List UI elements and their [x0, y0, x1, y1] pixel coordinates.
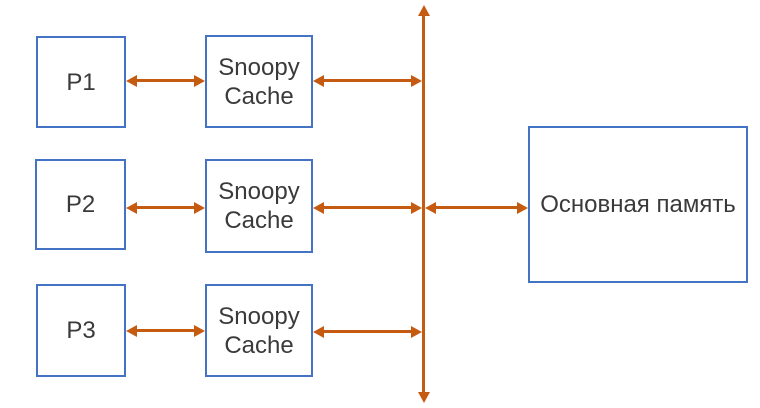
snoopy-cache-box-2: Snoopy Cache — [205, 159, 313, 253]
processor-label-p3: P3 — [66, 317, 96, 344]
processor-box-p2: P2 — [35, 159, 126, 250]
bidirectional-arrow-p3-cache3 — [137, 329, 194, 332]
bidirectional-arrow-cache3-bus — [324, 330, 411, 333]
bidirectional-arrow-bus-memory — [436, 206, 517, 209]
processor-label-p1: P1 — [66, 68, 96, 96]
snoopy-cache-label-3: Snoopy Cache — [218, 302, 300, 359]
main-memory-box: Основная память — [528, 126, 748, 283]
processor-box-p1: P1 — [36, 36, 126, 128]
bus-line — [422, 16, 425, 392]
snoopy-cache-box-1: Snoopy Cache — [205, 35, 313, 128]
processor-label-p2: P2 — [65, 191, 96, 218]
snoopy-cache-label-1: Snoopy Cache — [218, 53, 300, 110]
main-memory-label: Основная память — [540, 191, 736, 218]
bidirectional-arrow-cache2-bus — [324, 206, 411, 209]
processor-box-p3: P3 — [36, 284, 126, 377]
snoopy-cache-box-3: Snoopy Cache — [205, 284, 313, 377]
bidirectional-arrow-p1-cache1 — [137, 79, 194, 82]
bidirectional-arrow-p2-cache2 — [137, 206, 194, 209]
snoopy-cache-label-2: Snoopy Cache — [218, 178, 300, 234]
bidirectional-arrow-cache1-bus — [324, 79, 411, 82]
